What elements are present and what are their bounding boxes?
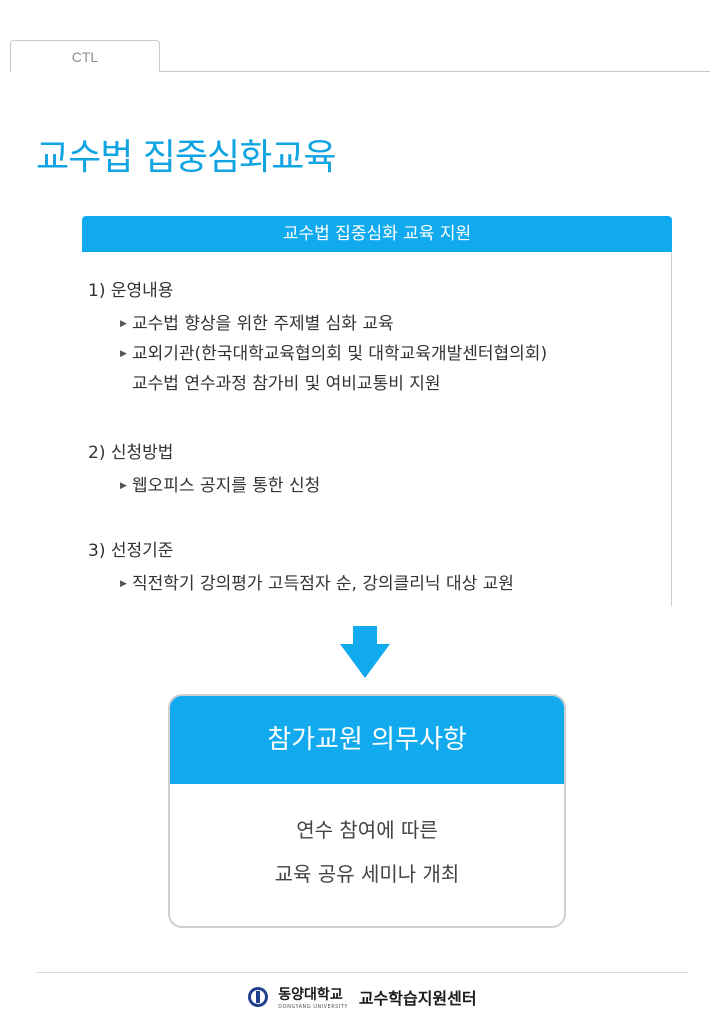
section-title: 2) 신청방법 [88, 443, 174, 463]
section-title: 3) 선정기준 [88, 541, 174, 561]
support-card: 교수법 집중심화 교육 지원 1) 운영내용 ▶ 교수법 향상을 위한 주제별 … [82, 216, 672, 606]
card-header: 교수법 집중심화 교육 지원 [82, 216, 672, 252]
list-item-text: 교수법 향상을 위한 주제별 심화 교육 [132, 314, 394, 334]
list-item-text: 직전학기 강의평가 고득점자 순, 강의클리닉 대상 교원 [132, 574, 514, 594]
triangle-bullet-icon: ▶ [120, 319, 127, 329]
university-label-en: DONGYANG UNIVERSITY [278, 1004, 348, 1010]
section-criteria: 3) 선정기준 ▶ 직전학기 강의평가 고득점자 순, 강의클리닉 대상 교원 [88, 536, 514, 599]
footer: 동양대학교 DONGYANG UNIVERSITY 교수학습지원센터 [0, 984, 724, 1010]
section-application: 2) 신청방법 ▶ 웹오피스 공지를 통한 신청 [88, 438, 320, 501]
duty-box: 참가교원 의무사항 연수 참여에 따른 교육 공유 세미나 개최 [168, 694, 566, 928]
card-border [671, 252, 672, 606]
list-item: ▶ 교외기관(한국대학교육협의회 및 대학교육개발센터협의회) [88, 339, 547, 369]
tab-ctl[interactable]: CTL [10, 40, 160, 72]
section-operation: 1) 운영내용 ▶ 교수법 향상을 위한 주제별 심화 교육 ▶ 교외기관(한국… [88, 276, 547, 399]
university-label: 동양대학교 [278, 987, 343, 1003]
tab-label: CTL [71, 49, 99, 65]
list-item: ▶ 웹오피스 공지를 통한 신청 [88, 471, 320, 501]
duty-line: 연수 참여에 따른 [296, 818, 438, 842]
section-title: 1) 운영내용 [88, 281, 174, 301]
list-item: ▶ 직전학기 강의평가 고득점자 순, 강의클리닉 대상 교원 [88, 569, 514, 599]
triangle-bullet-icon: ▶ [120, 481, 127, 491]
page-title: 교수법 집중심화교육 [36, 137, 337, 178]
duty-title: 참가교원 의무사항 [170, 696, 564, 784]
footer-divider [36, 972, 688, 973]
list-item-text: 웹오피스 공지를 통한 신청 [132, 476, 321, 496]
university-name: 동양대학교 DONGYANG UNIVERSITY [278, 984, 348, 1010]
list-item: ▶ 교수법 향상을 위한 주제별 심화 교육 [88, 309, 547, 339]
list-item-continuation: 교수법 연수과정 참가비 및 여비교통비 지원 [132, 374, 441, 394]
list-item-text: 교외기관(한국대학교육협의회 및 대학교육개발센터협의회) [132, 344, 548, 364]
duty-line: 교육 공유 세미나 개최 [274, 862, 460, 886]
center-name: 교수학습지원센터 [358, 989, 477, 1008]
tab-divider [160, 71, 710, 72]
triangle-bullet-icon: ▶ [120, 579, 127, 589]
triangle-bullet-icon: ▶ [120, 349, 127, 359]
arrow-down-icon [340, 626, 390, 678]
university-emblem-icon [248, 987, 269, 1007]
